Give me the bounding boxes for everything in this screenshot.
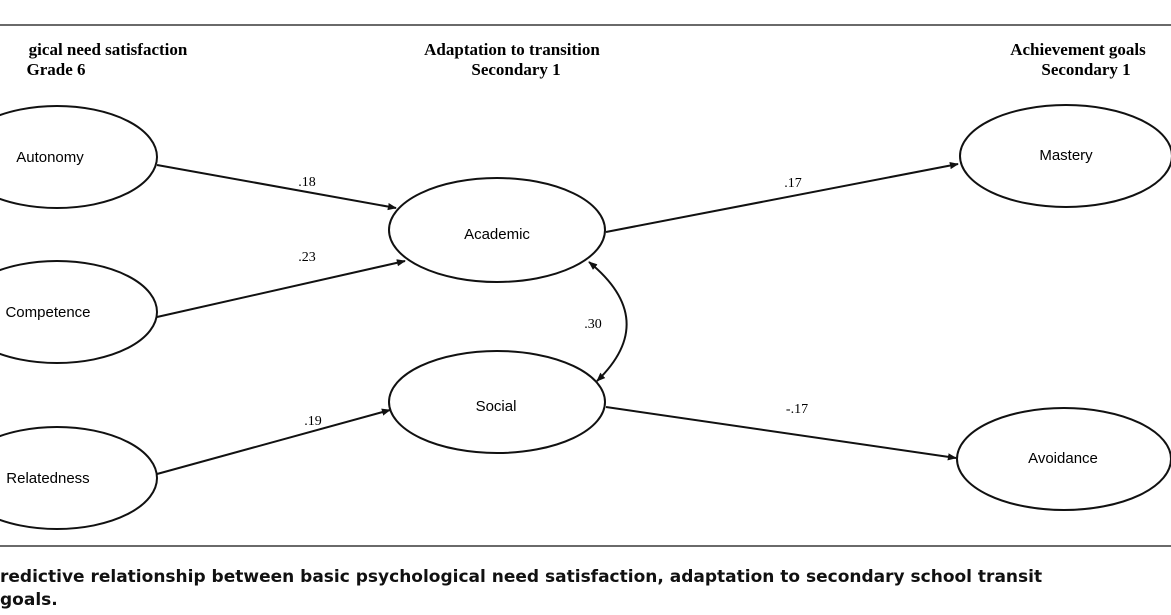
node-academic: Academic <box>388 177 606 283</box>
coefficient-academic-social: .30 <box>584 317 602 332</box>
path-autonomy-academic <box>156 164 397 211</box>
coefficient-competence-academic: .23 <box>298 250 316 265</box>
column-heading-middle-line1: Adaptation to transition <box>424 40 600 59</box>
node-avoidance: Avoidance <box>956 407 1171 511</box>
top-rule <box>0 24 1171 26</box>
node-label-avoidance: Avoidance <box>1028 450 1098 467</box>
path-social-avoidance <box>605 406 957 461</box>
node-mastery: Mastery <box>959 104 1171 208</box>
node-label-competence: Competence <box>5 304 90 321</box>
node-label-social: Social <box>476 398 517 415</box>
caption-line-1: redictive relationship between basic psy… <box>0 567 1043 587</box>
path-competence-academic <box>156 259 406 318</box>
node-autonomy: Autonomy <box>0 105 158 209</box>
coefficient-relatedness-social: .19 <box>304 414 322 429</box>
coefficient-autonomy-academic: .18 <box>298 175 316 190</box>
column-heading-left-line2: Grade 6 <box>26 60 85 79</box>
node-relatedness: Relatedness <box>0 426 158 530</box>
column-heading-left-line1: gical need satisfaction <box>29 40 188 59</box>
column-heading-middle-line2: Secondary 1 <box>471 60 560 79</box>
path-relatedness-social <box>156 408 391 475</box>
node-label-mastery: Mastery <box>1039 147 1093 164</box>
coefficient-social-avoidance: -.17 <box>786 402 808 417</box>
node-competence: Competence <box>0 260 158 364</box>
column-heading-right-line1: Achievement goals <box>1010 40 1146 59</box>
path-academic-mastery <box>605 162 959 233</box>
path-diagram: gical need satisfaction Grade 6 Adaptati… <box>0 40 1171 530</box>
node-label-relatedness: Relatedness <box>6 470 89 487</box>
node-label-academic: Academic <box>464 226 530 243</box>
coefficient-academic-mastery: .17 <box>784 176 802 191</box>
caption-line-2: goals. <box>0 590 58 610</box>
correlation-academic-social <box>588 261 628 382</box>
figure-caption: redictive relationship between basic psy… <box>0 566 1171 612</box>
bottom-rule <box>0 545 1171 547</box>
node-label-autonomy: Autonomy <box>16 149 84 166</box>
column-heading-right-line2: Secondary 1 <box>1041 60 1130 79</box>
node-social: Social <box>388 350 606 454</box>
